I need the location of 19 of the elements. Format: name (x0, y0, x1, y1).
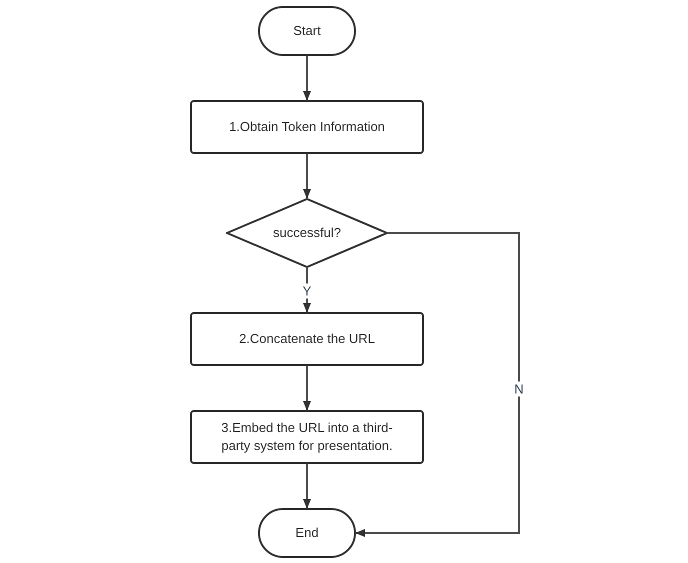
node-text: End (294, 524, 320, 542)
terminal-box (258, 508, 356, 558)
arrow (303, 56, 311, 101)
arrow (303, 366, 311, 411)
process-box (190, 410, 424, 464)
edge-label: Y (302, 284, 312, 298)
arrow (355, 232, 520, 537)
node-text: 1.Obtain Token Information (228, 118, 386, 136)
arrow (303, 154, 311, 199)
node-text: 2.Concatenate the URL (238, 330, 376, 348)
process-box (190, 312, 424, 366)
edge-label: N (513, 382, 525, 396)
node-text: Start (292, 22, 322, 40)
node-text: successful? (272, 224, 342, 242)
arrow (303, 464, 311, 509)
decision-diamond (226, 198, 388, 268)
terminal-box (258, 6, 356, 56)
process-box (190, 100, 424, 154)
node-text: 3.Embed the URL into a third-party system for presentation. (220, 419, 394, 455)
